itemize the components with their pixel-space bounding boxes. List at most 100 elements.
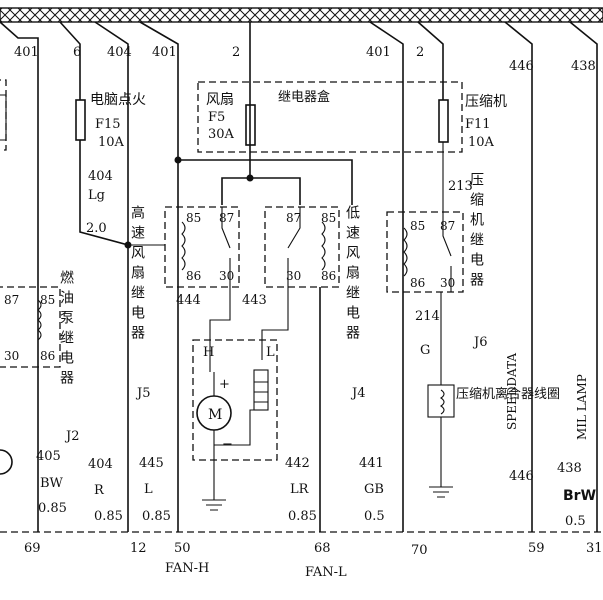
wire-num: 405 bbox=[36, 449, 61, 464]
wire-label: 438 bbox=[571, 59, 596, 74]
relay-box-label: 继电器盒 bbox=[278, 89, 330, 105]
motor-plus: + bbox=[219, 377, 230, 392]
wire-color: R bbox=[94, 483, 105, 498]
relay-name: 低速风扇继电器 bbox=[344, 205, 360, 345]
relay-name: 高速风扇继电器 bbox=[129, 204, 145, 345]
wire-404-lg bbox=[79, 140, 129, 246]
motor-symbol: M bbox=[208, 407, 222, 423]
wire-gauge: 0.85 bbox=[142, 509, 171, 524]
pin-label: 86 bbox=[186, 269, 201, 283]
wire-label: 401 bbox=[14, 45, 39, 60]
wire-443 bbox=[261, 287, 289, 360]
wire-label: 2 bbox=[416, 45, 424, 60]
mil-lamp-label: MIL LAMP bbox=[575, 374, 589, 440]
wire-num: 443 bbox=[242, 293, 267, 308]
wire-color: BW bbox=[40, 476, 64, 491]
clutch-label: 压缩机离合器线圈 bbox=[456, 386, 560, 402]
pin-label: 85 bbox=[40, 293, 55, 307]
motor-l-label: L bbox=[266, 345, 275, 360]
relay-J4-switch bbox=[287, 207, 301, 287]
pin-number: 50 bbox=[174, 541, 191, 556]
fuse-id: F15 bbox=[95, 117, 121, 132]
wire-num: 404 bbox=[88, 457, 113, 472]
wire-num: 213 bbox=[448, 179, 473, 194]
relay-name: 燃油泵继电器 bbox=[58, 269, 74, 390]
wire-color: GB bbox=[364, 482, 384, 497]
pin-number: 70 bbox=[411, 543, 428, 558]
wire-label: 6 bbox=[73, 45, 81, 60]
wire-num: 444 bbox=[176, 293, 201, 308]
wire-438 bbox=[569, 21, 598, 532]
relay-J5-switch bbox=[221, 207, 231, 287]
left-partial-coil bbox=[0, 94, 7, 141]
wire-label: 2 bbox=[232, 45, 240, 60]
pin-label: 86 bbox=[321, 269, 336, 283]
pin-number: 68 bbox=[314, 541, 331, 556]
wire-color: BrW bbox=[563, 488, 596, 504]
relay-J4 bbox=[264, 206, 340, 288]
wire-gauge: 2.0 bbox=[86, 221, 107, 236]
wire-gauge: 0.85 bbox=[38, 501, 67, 516]
wire-446 bbox=[504, 21, 533, 532]
wire-color: LR bbox=[290, 482, 310, 497]
pin-number: 59 bbox=[528, 541, 545, 556]
fuse-F5 bbox=[245, 104, 256, 146]
pin-label: 87 bbox=[286, 211, 301, 225]
wire-label: 404 bbox=[107, 45, 132, 60]
fuse-name: 压缩机 bbox=[465, 94, 507, 110]
relay-id: J5 bbox=[135, 386, 150, 401]
resistor-lines bbox=[254, 381, 268, 403]
wire-2-split bbox=[221, 177, 301, 205]
relay-J2-coil bbox=[37, 299, 42, 341]
motor-minus: − bbox=[222, 437, 233, 452]
pin-label: 30 bbox=[440, 276, 455, 290]
fan-motor-box bbox=[192, 339, 278, 461]
fuse-rating: 10A bbox=[468, 135, 495, 150]
wire-label: 401 bbox=[366, 45, 391, 60]
wire-6 bbox=[59, 21, 81, 100]
wire-num: 442 bbox=[285, 456, 310, 471]
relay-name: 压缩机继电器 bbox=[468, 172, 484, 292]
wire-color: Lg bbox=[88, 188, 105, 203]
pin-number: 31 bbox=[586, 541, 603, 556]
motor-resistor-link bbox=[214, 409, 261, 446]
wire-2-compressor bbox=[417, 21, 444, 100]
relay-J6-switch bbox=[442, 142, 452, 292]
pin-label: 87 bbox=[219, 211, 234, 225]
wire-401-right bbox=[369, 21, 404, 532]
pin-label: 85 bbox=[410, 219, 425, 233]
pin-label: 85 bbox=[186, 211, 201, 225]
wire-gauge: 0.85 bbox=[94, 509, 123, 524]
pin-number: 69 bbox=[24, 541, 41, 556]
pin-label: 30 bbox=[4, 349, 19, 363]
wire-num: 438 bbox=[557, 461, 582, 476]
wire-label: 446 bbox=[509, 59, 534, 74]
relay-J5 bbox=[164, 206, 240, 288]
fuse-id: F5 bbox=[208, 110, 225, 125]
pin-label: 85 bbox=[321, 211, 336, 225]
pin-label: 30 bbox=[219, 269, 234, 283]
fan-h-label: FAN-H bbox=[165, 561, 209, 576]
power-bus-bar bbox=[0, 7, 603, 23]
left-partial-lamp bbox=[0, 449, 13, 475]
relay-J5-coil bbox=[181, 221, 186, 271]
wire-gauge: 0.5 bbox=[364, 509, 385, 524]
speeddata-label: SPEEDDATA bbox=[505, 353, 519, 430]
pin-label: 86 bbox=[40, 349, 55, 363]
fuse-id: F11 bbox=[465, 117, 491, 132]
pin-number: 12 bbox=[130, 541, 147, 556]
wire-num: 404 bbox=[88, 169, 113, 184]
wire-401-left bbox=[0, 21, 39, 532]
wire-gauge: 0.85 bbox=[288, 509, 317, 524]
relay-J4-coil bbox=[321, 221, 326, 271]
wire-num: 445 bbox=[139, 456, 164, 471]
pin-label: 87 bbox=[4, 293, 19, 307]
ground-icon bbox=[429, 486, 453, 498]
wire-color: G bbox=[420, 343, 430, 358]
wire-401-to-low-relay bbox=[178, 159, 353, 205]
wire-color: L bbox=[144, 482, 153, 497]
wire-label: 401 bbox=[152, 45, 177, 60]
